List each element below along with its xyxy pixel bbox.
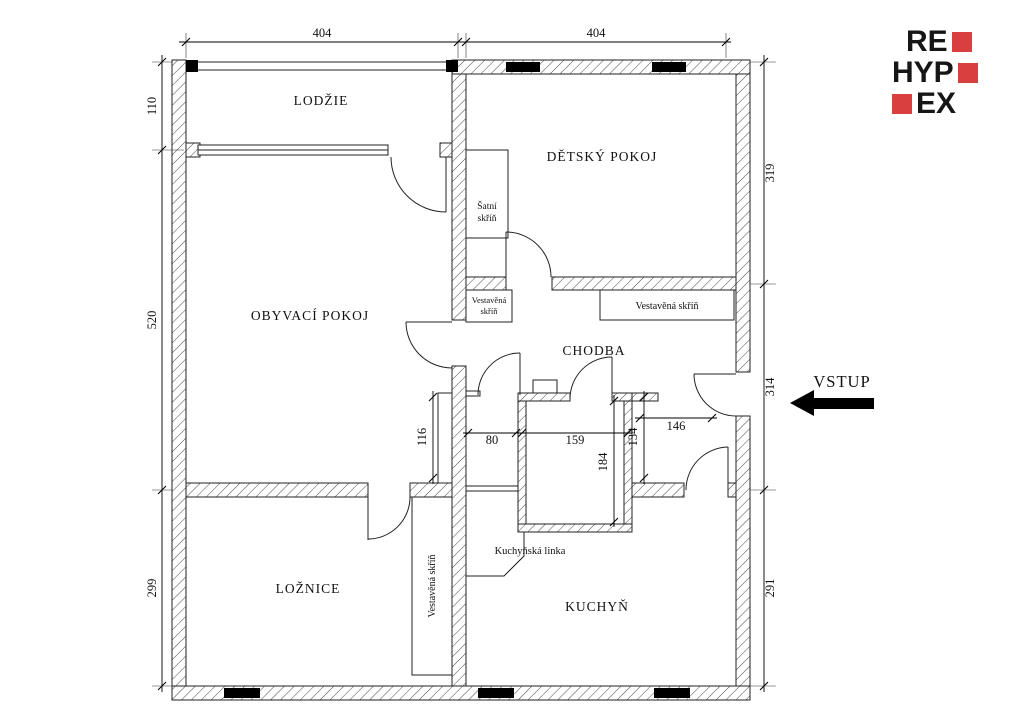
window-pier [446,60,458,72]
wc-partition [465,485,519,492]
wall-segment [631,482,685,498]
core-wall-segment [623,400,633,525]
room-label-detsky: DĚTSKÝ POKOJ [547,149,658,164]
label-vestavena-small-line2: skříň [481,306,499,316]
shaft-notch [532,379,558,394]
windows [186,60,690,698]
dim-width-left: 404 [313,26,333,40]
dim-entry-width: 146 [667,419,686,433]
window-pier [186,60,198,72]
label-kuchynska-linka: Kuchyňská linka [495,546,566,557]
dim-shaft: 134 [626,427,640,447]
core-wall-segment [517,523,633,533]
wardrobe-chodba-wide [599,289,735,321]
wall-segment [451,365,467,687]
door-loznice [367,496,411,540]
logo-text-ex: EX [916,86,957,120]
logo-red-square-icon [951,31,972,52]
logo-row-3: EX [892,86,1002,120]
room-label-lodzie: LODŽIE [294,93,349,108]
wardrobe-loznice [411,496,453,676]
kitchen-counter-outline [466,532,525,577]
wall-segment [439,142,453,158]
wall-segment [727,482,737,498]
door-obyvaci-pokoj [405,321,453,369]
label-vestavena-loznice: Vestavěná skříň [427,554,438,617]
dim-chodba-height: 314 [763,377,777,397]
room-label-kuchyn: KUCHYŇ [565,599,629,614]
door-loggia [390,156,447,213]
wall-niche [437,392,453,484]
core-wall-segment [631,392,659,402]
wardrobe-chodba-small [465,289,513,323]
dim-detsky-height: 319 [763,164,777,183]
fixtures [411,149,735,676]
wall-segment [185,482,369,498]
wall-segment [735,59,751,373]
window [224,688,260,698]
window [654,688,690,698]
wc-partition [465,390,481,397]
dim-width-right: 404 [587,26,607,40]
label-satni-skrin-line2: skříň [478,214,497,224]
label-vestavena-small-line1: Vestavěná [472,295,507,305]
door-kuchyn [685,446,729,491]
logo-row-1: RE [892,24,1002,58]
dim-obyvaci-height: 520 [145,311,159,330]
dim-wc-width: 80 [486,433,499,447]
wall-segment [451,59,751,75]
logo-red-square-icon [892,93,912,114]
window [652,62,686,72]
window [478,688,514,698]
room-label-obyvaci: OBYVACÍ POKOJ [251,308,369,323]
entrance-arrow-icon [790,390,874,416]
wall-segment [171,59,187,701]
wall-segment [451,73,467,321]
door-detsky-pokoj [505,231,552,278]
logo-text-re: RE [906,24,948,58]
dim-bath-depth: 184 [596,452,610,472]
logo: RE HYP EX [892,24,1002,120]
door-bathroom [569,356,613,400]
dim-kuchyn-height: 291 [763,579,777,598]
wardrobe-satni-skrin [465,149,509,239]
dimension-lines [152,33,776,692]
dim-bath-width: 159 [566,433,585,447]
logo-row-2: HYP [892,55,1002,89]
core-wall-segment [517,392,571,402]
window [506,62,540,72]
entrance-label: VSTUP [813,372,870,391]
core-wall-segment [517,400,527,525]
wall-segment [551,276,737,291]
wall-segment [735,415,751,687]
label-vestavena-wide: Vestavěná skříň [635,301,698,312]
dim-lodzie-height: 110 [145,97,159,115]
door-wc [477,352,521,396]
logo-text-hyp: HYP [892,55,954,89]
wall-segment [465,276,507,291]
logo-red-square-icon [957,62,978,83]
dim-loznice-height: 299 [145,579,159,598]
label-satni-skrin-line1: Šatní [477,200,497,212]
room-label-loznice: LOŽNICE [276,581,341,596]
room-label-chodba: CHODBA [562,343,625,358]
walls [171,59,751,701]
wall-segment [409,482,453,498]
dim-niche: 116 [415,428,429,446]
door-entrance [693,373,737,417]
doors [367,156,737,540]
